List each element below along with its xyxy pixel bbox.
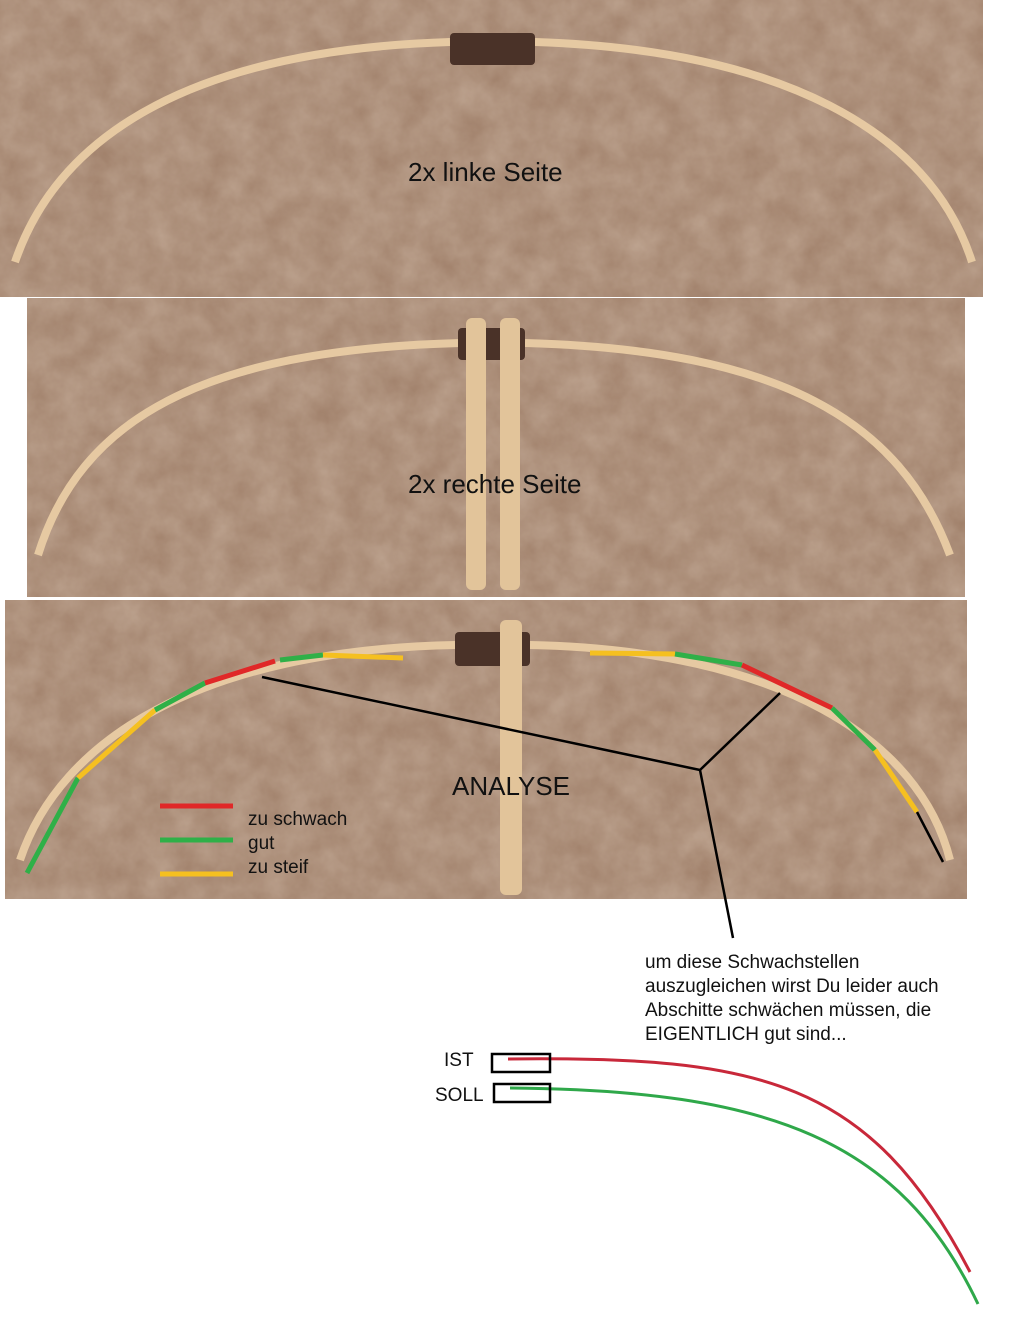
weak-segment <box>204 658 276 686</box>
panel-title-right-side: 2x rechte Seite <box>408 469 582 499</box>
good-segment <box>153 680 207 713</box>
bow-limb <box>534 38 976 264</box>
good-segment <box>674 651 743 668</box>
bow-limb <box>524 339 954 557</box>
soll-label: SOLL <box>435 1085 484 1106</box>
stiff-segment <box>589 650 676 657</box>
good-segment <box>24 776 81 875</box>
ist-soll-curves <box>490 1052 980 1305</box>
bow-limb <box>11 38 451 264</box>
good-segment <box>830 706 877 752</box>
bow-limb <box>34 339 461 557</box>
pointer-lines <box>261 675 781 939</box>
panel-title-analysis: ANALYSE <box>452 771 571 801</box>
panel-title-left-side: 2x linke Seite <box>408 157 563 187</box>
stiff-segment <box>322 652 404 661</box>
legend-label-good: gut <box>248 833 275 854</box>
photo-panel-left-side <box>0 0 983 297</box>
untested-segment <box>915 811 945 863</box>
bow-grip <box>450 33 535 65</box>
soll-curve <box>509 1086 980 1305</box>
ist-box <box>490 1052 552 1074</box>
legend-label-weak: zu schwach <box>248 809 348 830</box>
photo-panel-analysis <box>5 600 967 939</box>
ist-curve <box>507 1057 972 1273</box>
annotation-note: um diese Schwachstellen auszugleichen wi… <box>645 952 939 1045</box>
photo-panel-right-side <box>27 298 965 597</box>
weak-segment <box>740 662 834 711</box>
legend-label-stiff: zu steif <box>248 857 309 878</box>
soll-box <box>492 1082 552 1104</box>
good-segment <box>279 652 324 663</box>
bow-limb-vertical <box>466 318 486 590</box>
stiff-segment <box>76 708 157 780</box>
bow-analysis-segments <box>24 650 945 875</box>
ist-label: IST <box>444 1050 474 1071</box>
bow-limb-vertical <box>500 318 520 590</box>
bow-limb-vertical <box>500 620 522 895</box>
stiff-segment <box>872 748 920 814</box>
